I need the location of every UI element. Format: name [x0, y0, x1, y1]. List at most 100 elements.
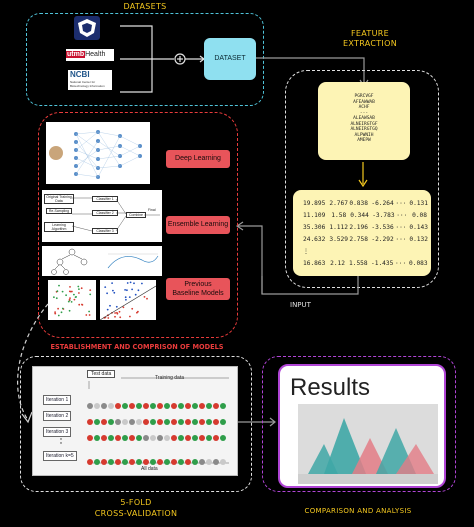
cv-sample-dot	[129, 403, 135, 409]
sequence-line: AMEPW	[357, 138, 371, 143]
down-arrow-icon	[358, 162, 368, 188]
scatter-point	[73, 293, 75, 296]
cv-sample-dot	[94, 419, 100, 425]
svm-point	[113, 291, 116, 294]
cv-sample-dot	[206, 435, 212, 441]
matrix-cell: 0.08	[412, 212, 427, 219]
cv-sample-dot	[108, 403, 114, 409]
svm-point	[131, 288, 133, 291]
ensemble-learning-button[interactable]: Ensemble Learning	[166, 216, 230, 234]
scatter-figure-2	[99, 280, 157, 321]
svm-point	[134, 293, 137, 296]
ensemble-figure: Original Training Data Re-Sampling Learn…	[42, 190, 162, 242]
cv-sample-dot	[115, 403, 121, 409]
svm-point	[137, 289, 140, 292]
cv-sample-dot	[171, 435, 177, 441]
cv-sample-dot	[101, 459, 107, 465]
cv-sample-dot	[178, 435, 184, 441]
sequence-line: ALEAWSAB	[353, 116, 375, 121]
scatter-point	[53, 296, 55, 299]
cv-sample-dot	[122, 403, 128, 409]
scatter-point	[85, 314, 88, 316]
deep-learning-button[interactable]: Deep Learning	[166, 150, 230, 168]
models-caption: ESTABLISHMENT AND COMPRISON OF MODELS	[50, 343, 224, 351]
cv-sample-dot	[164, 435, 170, 441]
cv-sample-dot	[220, 459, 226, 465]
deep-learning-label: Deep Learning	[175, 155, 221, 162]
cv-sample-dot	[150, 459, 156, 465]
cv-sample-dot	[171, 419, 177, 425]
cv-sample-dot	[108, 419, 114, 425]
previous-label-1: Previous	[184, 281, 212, 288]
cv-caption-1: 5-FOLD	[120, 498, 152, 507]
scatter-point	[89, 289, 92, 291]
matrix-cell: -3.783	[372, 212, 395, 219]
matrix-cell: -1.435	[371, 260, 394, 267]
matrix-row: ⋮	[303, 248, 427, 255]
cv-sample-dot	[87, 419, 93, 425]
matrix-cell: ···	[395, 224, 407, 231]
utmb-mark: utmb	[66, 51, 86, 58]
scatter-point	[81, 303, 83, 306]
svm-point	[124, 296, 127, 299]
shield-icon	[78, 19, 96, 37]
svm-point	[126, 282, 129, 284]
cv-sample-dot	[171, 459, 177, 465]
results-figure: Results	[278, 364, 446, 488]
dataset-box: DATASET	[204, 38, 256, 80]
scatter-point	[70, 301, 73, 303]
cv-fold-row	[87, 412, 227, 430]
sequence-line: ACHF	[358, 105, 370, 110]
scatter-point	[78, 303, 81, 306]
scatter-figure-1	[48, 280, 96, 320]
scatter-point	[60, 311, 63, 314]
cv-sample-dot	[108, 435, 114, 441]
svm-point	[119, 316, 122, 319]
scatter-point	[56, 290, 59, 293]
sequence-line: AFEAWWAB	[353, 99, 375, 105]
cv-sample-dot	[136, 403, 142, 409]
neural-network-icon	[49, 130, 142, 179]
scatter-point	[57, 314, 60, 317]
cv-sample-dot	[199, 403, 205, 409]
cv-sample-dot	[115, 419, 121, 425]
sequence-line: ALPWNIH	[354, 132, 374, 138]
cv-sample-dot	[136, 459, 142, 465]
cv-sample-dot	[185, 459, 191, 465]
svm-point	[115, 305, 118, 308]
dataset-connectors	[120, 25, 205, 93]
svm-point	[107, 317, 110, 319]
svm-point	[133, 282, 135, 285]
svm-point	[143, 296, 146, 298]
cv-sample-dot	[143, 419, 149, 425]
cv-sample-dot	[94, 403, 100, 409]
cv-sample-dot	[143, 403, 149, 409]
cv-sample-dot	[192, 459, 198, 465]
ensemble-arrows	[71, 197, 160, 232]
matrix-cell: 0.132	[409, 236, 428, 243]
cv-sample-dot	[206, 403, 212, 409]
input-arrow-head	[236, 221, 263, 294]
scatter-point	[88, 310, 90, 313]
cv-sample-dot	[206, 459, 212, 465]
scatter-point	[80, 287, 83, 290]
scatter-point	[54, 312, 57, 315]
cv-sample-dot	[87, 459, 93, 465]
cv-fold-row	[87, 452, 227, 470]
cv-fold-row	[87, 396, 227, 414]
svm-point	[137, 310, 139, 313]
matrix-cell: ···	[395, 200, 407, 207]
matrix-cell: -6.264	[371, 200, 394, 207]
matrix-cell: 19.895	[303, 200, 326, 207]
cv-sample-dot	[171, 403, 177, 409]
cv-sample-dot	[178, 419, 184, 425]
previous-baseline-button[interactable]: Previous Baseline Models	[166, 278, 230, 300]
matrix-cell: 35.306	[303, 224, 326, 231]
models-to-cv-connector	[17, 303, 49, 424]
results-caption: COMPARISON AND ANALYSIS	[304, 507, 412, 515]
svm-point	[112, 289, 114, 292]
cv-sample-dot	[157, 403, 163, 409]
svm-point	[129, 281, 132, 284]
learning-algorithm-box: Learning Algorithm	[44, 222, 74, 232]
